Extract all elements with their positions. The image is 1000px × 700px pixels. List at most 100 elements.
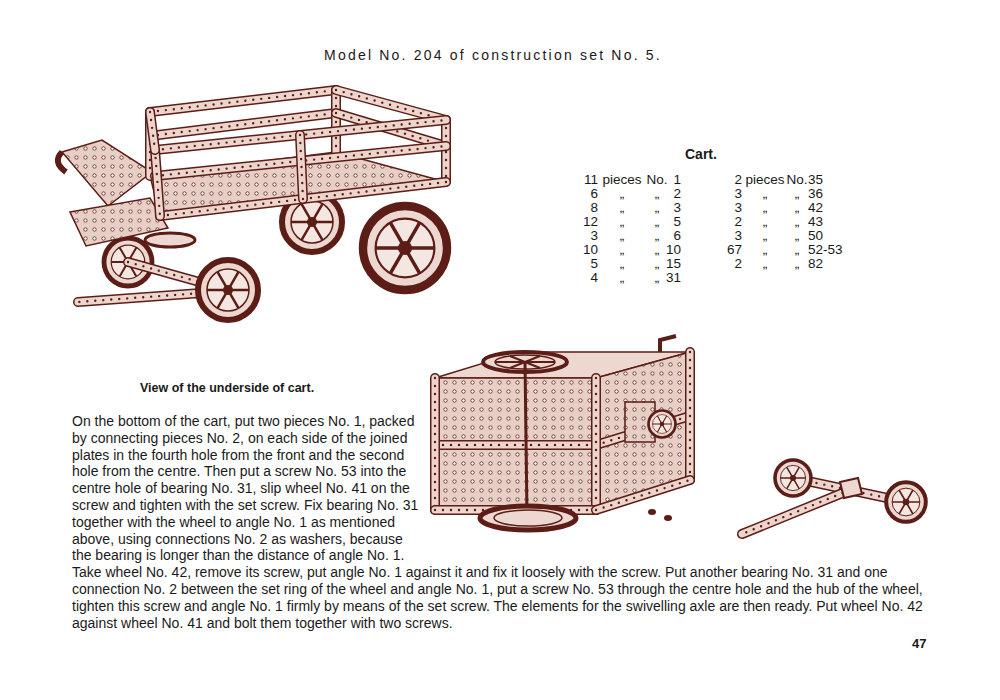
underside-illustration bbox=[596, 352, 690, 510]
instruction-text: On the bottom of the cart, put two piece… bbox=[72, 413, 952, 631]
parts-table-cell: 2 bbox=[734, 172, 742, 188]
parts-table-cell: „ bbox=[655, 214, 660, 230]
parts-table-cell: „ bbox=[795, 186, 800, 202]
parts-table-cell: 52-53 bbox=[808, 242, 843, 258]
parts-table-cell: „ bbox=[795, 256, 800, 272]
parts-table-cell: 11 bbox=[584, 172, 598, 188]
parts-table-cell: „ bbox=[795, 242, 800, 258]
cart-illustration bbox=[150, 90, 336, 112]
cart-illustration bbox=[363, 206, 447, 290]
parts-table-cell: „ bbox=[655, 228, 660, 244]
underside-illustration bbox=[596, 480, 690, 510]
cart-illustration bbox=[78, 292, 215, 302]
underside-illustration bbox=[595, 378, 597, 510]
cart-illustration bbox=[300, 135, 303, 199]
parts-table-cell: 8 bbox=[590, 200, 598, 216]
page-title: Model No. 204 of construction set No. 5. bbox=[324, 46, 662, 64]
cart-illustration bbox=[300, 135, 303, 199]
parts-list-heading: Cart. bbox=[685, 146, 717, 162]
parts-table-cell: „ bbox=[620, 270, 625, 286]
parts-table-cell: „ bbox=[655, 200, 660, 216]
parts-table-cell: 15 bbox=[666, 256, 681, 272]
cart-illustration bbox=[58, 152, 66, 172]
underside-illustration bbox=[435, 378, 596, 510]
parts-table-cell: No. bbox=[646, 172, 667, 188]
underside-illustration bbox=[648, 509, 656, 515]
view-caption: View of the underside of cart. bbox=[140, 380, 314, 396]
parts-table-cell: 1 bbox=[673, 172, 681, 188]
parts-table-cell: 42 bbox=[808, 200, 823, 216]
parts-table-cell: 2 bbox=[673, 186, 681, 202]
underside-illustration bbox=[596, 480, 690, 510]
parts-table-cell: „ bbox=[655, 242, 660, 258]
parts-table-cell: „ bbox=[620, 200, 625, 216]
text-wrap-spacer bbox=[422, 413, 952, 563]
underside-illustration bbox=[480, 506, 576, 530]
parts-table-cell: „ bbox=[620, 228, 625, 244]
parts-table-cell: 3 bbox=[590, 228, 598, 244]
parts-table-cell: 3 bbox=[734, 186, 742, 202]
parts-table-cell: 36 bbox=[808, 186, 823, 202]
parts-table-cell: 4 bbox=[590, 270, 598, 286]
parts-table-cell: 3 bbox=[734, 200, 742, 216]
underside-illustration bbox=[596, 480, 690, 510]
swivel-axle-illustration bbox=[742, 460, 926, 534]
parts-table-cell: 43 bbox=[808, 214, 823, 230]
page-number: 47 bbox=[912, 636, 926, 652]
parts-table-cell: „ bbox=[763, 214, 768, 230]
cart-illustration bbox=[333, 90, 340, 152]
parts-table-cell: 5 bbox=[590, 256, 598, 272]
underside-illustration bbox=[664, 515, 672, 521]
underside-illustration bbox=[591, 378, 601, 510]
parts-table-cell: 2 bbox=[734, 256, 742, 272]
cart-illustration bbox=[150, 112, 155, 150]
cart-illustration bbox=[331, 90, 341, 152]
cart-illustration bbox=[58, 90, 447, 320]
parts-table-cell: „ bbox=[795, 228, 800, 244]
cart-illustration bbox=[150, 90, 336, 112]
underside-illustration bbox=[649, 411, 676, 438]
parts-table-cell: pieces bbox=[745, 172, 784, 188]
underside-illustration bbox=[430, 378, 440, 510]
parts-table-cell: „ bbox=[655, 186, 660, 202]
underside-illustration bbox=[435, 444, 596, 446]
parts-table-cell: 50 bbox=[808, 228, 823, 244]
underside-illustration bbox=[494, 510, 562, 526]
parts-table-cell: 6 bbox=[673, 228, 681, 244]
parts-table-cell: 3 bbox=[673, 200, 681, 216]
parts-table-cell: „ bbox=[620, 214, 625, 230]
cart-illustration bbox=[335, 90, 337, 152]
parts-table-cell: No. bbox=[786, 172, 807, 188]
parts-table-cell: „ bbox=[620, 186, 625, 202]
parts-table-cell: 12 bbox=[583, 214, 598, 230]
parts-table-cell: „ bbox=[795, 214, 800, 230]
cart-illustration bbox=[155, 150, 160, 216]
swivel-axle-illustration bbox=[775, 460, 811, 496]
underside-illustration bbox=[435, 336, 690, 530]
underside-illustration bbox=[434, 378, 436, 510]
parts-table-cell: „ bbox=[620, 256, 625, 272]
parts-table-cell: „ bbox=[795, 200, 800, 216]
parts-table-cell: 5 bbox=[673, 214, 681, 230]
parts-table-cell: 10 bbox=[583, 242, 598, 258]
cart-illustration bbox=[78, 292, 215, 302]
underside-illustration bbox=[660, 336, 676, 352]
parts-table-cell: „ bbox=[763, 242, 768, 258]
underside-illustration bbox=[435, 440, 596, 450]
underside-illustration bbox=[435, 442, 596, 449]
parts-table-cell: 6 bbox=[590, 186, 598, 202]
parts-table-cell: 67 bbox=[727, 242, 742, 258]
parts-table-cell: „ bbox=[763, 186, 768, 202]
cart-illustration bbox=[78, 292, 215, 302]
underside-illustration bbox=[525, 362, 527, 516]
parts-table-cell: „ bbox=[763, 228, 768, 244]
parts-table-cell: 3 bbox=[734, 228, 742, 244]
underside-illustration bbox=[593, 378, 600, 510]
parts-table-cell: „ bbox=[655, 256, 660, 272]
underside-illustration bbox=[687, 352, 694, 480]
cart-illustration bbox=[62, 140, 152, 206]
parts-table-cell: „ bbox=[620, 242, 625, 258]
parts-table-cell: „ bbox=[763, 200, 768, 216]
cart-illustration bbox=[198, 260, 258, 320]
